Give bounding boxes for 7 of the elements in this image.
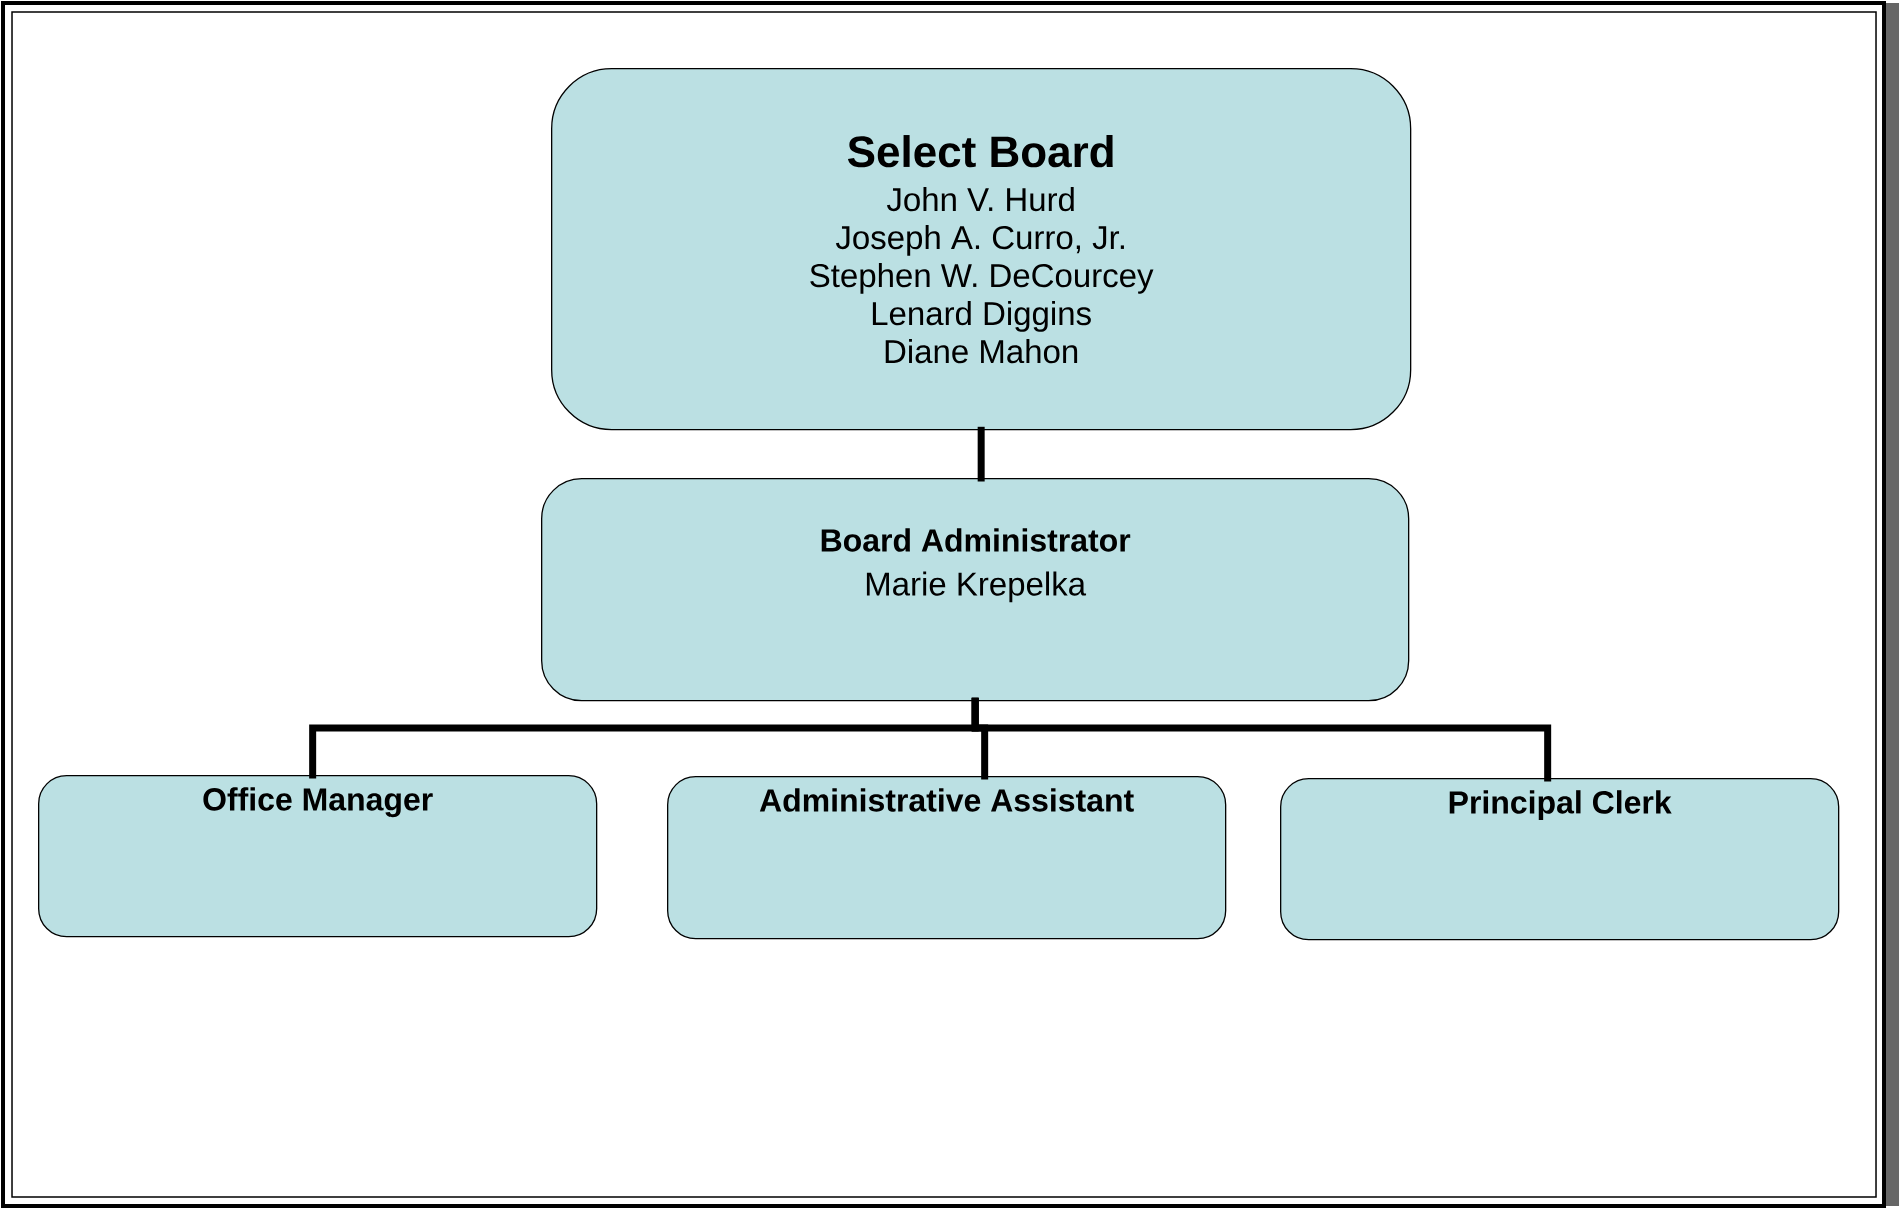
board-box: Board Administrator Marie Krepelka: [541, 478, 1410, 702]
connector-line: [977, 426, 985, 482]
role-box: Administrative Assistant: [667, 776, 1227, 940]
role-box: Office Manager: [38, 775, 598, 938]
role-box: Principal Clerk: [1280, 778, 1840, 941]
connector-line: [971, 697, 1552, 782]
board-box: Select Board John V. Hurd Joseph A. Curro, Jr. Stephen W. DeCourcey Lenard Diggins Diane Mahon: [551, 68, 1412, 431]
